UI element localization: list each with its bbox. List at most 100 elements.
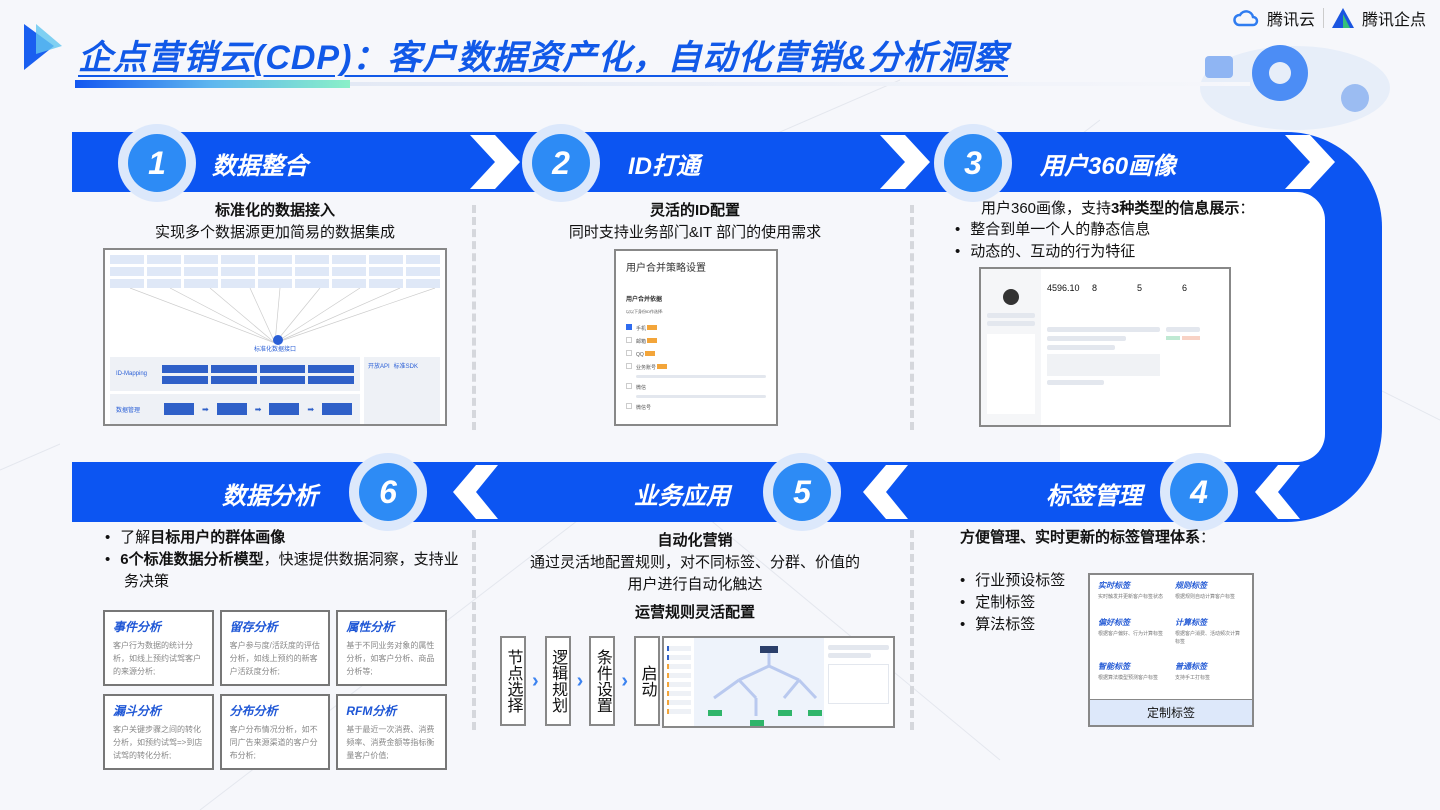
open-api-label: 开放API bbox=[368, 364, 390, 370]
section-5-text: 自动化营销 通过灵活地配置规则，对不同标签、分群、价值的 用户进行自动化触达 运… bbox=[500, 530, 890, 624]
section-3-bullets: 整合到单一个人的静态信息 动态的、互动的行为特征 bbox=[955, 219, 1295, 263]
avatar bbox=[1003, 289, 1019, 305]
step-4-title: 标签管理 bbox=[1046, 483, 1142, 510]
analysis-card: 分布分析客户分布情况分析，如不同广告来源渠道的客户分布分析; bbox=[219, 694, 331, 770]
merge-strategy-title: 用户合并策略设置 bbox=[626, 263, 706, 274]
merge-basis-label: 用户合并依据 bbox=[626, 297, 663, 303]
chevron-right-icon: › bbox=[576, 669, 584, 692]
divider bbox=[472, 530, 476, 730]
title-underline bbox=[75, 80, 350, 88]
section-2-heading: 灵活的ID配置 bbox=[649, 202, 740, 219]
bullet: 算法标签 bbox=[960, 614, 1065, 636]
tencent-qidian-label: 腾讯企点 bbox=[1361, 12, 1426, 29]
option-wechat[interactable]: 微信 bbox=[626, 382, 766, 395]
step-5-badge: 5 bbox=[763, 453, 841, 531]
section-5-sub: 通过灵活地配置规则，对不同标签、分群、价值的 bbox=[529, 554, 860, 571]
metric: 6 bbox=[1182, 283, 1188, 293]
analysis-card: 留存分析客户参与度/活跃度的评估分析，如线上预约的新客户活跃度分析; bbox=[219, 610, 331, 686]
workflow-tree bbox=[694, 638, 824, 726]
bullet: 6个标准数据分析模型，快速提供数据洞察，支持业务决策 bbox=[105, 549, 460, 593]
data-management-label: 数据管理 bbox=[116, 407, 141, 414]
section-2-sub: 同时支持业务部门&IT 部门的使用需求 bbox=[568, 224, 822, 241]
analysis-card: RFM分析基于最近一次消费、消费频率、消费金额等指标衡量客户价值; bbox=[336, 694, 447, 770]
option-phone[interactable]: 手机 bbox=[626, 323, 766, 336]
bullet: 动态的、互动的行为特征 bbox=[955, 241, 1295, 263]
profile-sidebar bbox=[981, 269, 1041, 425]
user-360-profile-screenshot: 4596.10 8 5 6 bbox=[979, 267, 1231, 427]
step-3-badge: 3 bbox=[934, 124, 1012, 202]
step-6-badge: 6 bbox=[349, 453, 427, 531]
data-flow-lines bbox=[129, 288, 436, 345]
bullet: 了解目标用户的群体画像 bbox=[105, 527, 460, 549]
section-3-text: 用户360画像，支持3种类型的信息展示： 整合到单一个人的静态信息 动态的、互动… bbox=[955, 198, 1295, 263]
section-1-text: 标准化的数据接入 实现多个数据源更加简易的数据集成 bbox=[100, 200, 450, 244]
tag-card: 智能标签根据算法模型预测客户标签 bbox=[1098, 662, 1159, 682]
flow-step: 条件设置 bbox=[589, 636, 616, 726]
step-5-title: 业务应用 bbox=[634, 483, 730, 510]
gear-illustration-icon bbox=[1200, 45, 1390, 130]
tag-card: 计算标签根据客户消费、活动频次计算标签 bbox=[1175, 617, 1241, 645]
analysis-card: 属性分析基于不同业务对象的属性分析，如客户分析、商品分析等; bbox=[336, 610, 447, 686]
chevron-right-icon: › bbox=[532, 669, 539, 692]
tencent-cloud-label: 腾讯云 bbox=[1266, 12, 1315, 29]
option-wechat-id[interactable]: 微信号 bbox=[626, 402, 766, 415]
section-5-heading: 自动化营销 bbox=[657, 532, 733, 549]
flow-step: 启动 bbox=[634, 636, 661, 726]
step-2-title: ID打通 bbox=[628, 153, 700, 180]
divider bbox=[910, 530, 914, 730]
chevron-right-icon: › bbox=[621, 669, 629, 692]
page-title: 企点营销云(CDP)：客户数据资产化，自动化营销&分析洞察 bbox=[78, 39, 1008, 77]
bullet: 定制标签 bbox=[960, 592, 1065, 614]
standard-sdk-label: 标准SDK bbox=[393, 364, 419, 370]
tag-card: 规则标签根据规则自动计算客户标签 bbox=[1175, 581, 1236, 600]
tag-card: 普通标签支持手工打标签 bbox=[1175, 662, 1211, 682]
divider bbox=[910, 205, 914, 430]
data-source-grid: for(let i=0;i<27;i++)document.write('<di… bbox=[110, 255, 440, 288]
tag-card: 实时标签实时触发并更新客户标签状态 bbox=[1098, 581, 1164, 600]
section-4-text: 方便管理、实时更新的标签管理体系： bbox=[960, 529, 1216, 546]
custom-tags-panel: 实时标签实时触发并更新客户标签状态 规则标签根据规则自动计算客户标签 偏好标签根… bbox=[1088, 573, 1254, 727]
section-4-heading: 方便管理、实时更新的标签管理体系 bbox=[960, 529, 1201, 546]
section-2-text: 灵活的ID配置 同时支持业务部门&IT 部门的使用需求 bbox=[500, 200, 890, 244]
logo-separator bbox=[1322, 8, 1324, 28]
option-email[interactable]: 邮箱 bbox=[626, 336, 766, 349]
bullet: 行业预设标签 bbox=[960, 570, 1065, 592]
section-4-bullets: 行业预设标签 定制标签 算法标签 bbox=[960, 570, 1065, 636]
data-integration-diagram: for(let i=0;i<27;i++)document.write('<di… bbox=[103, 248, 447, 426]
custom-tags-footer: 定制标签 bbox=[1090, 699, 1252, 725]
option-qq[interactable]: QQ bbox=[626, 349, 766, 362]
bullet: 整合到单一个人的静态信息 bbox=[955, 219, 1295, 241]
id-mapping-label: ID-Mapping bbox=[116, 371, 148, 377]
section-6-bullets: 了解目标用户的群体画像 6个标准数据分析模型，快速提供数据洞察，支持业务决策 bbox=[105, 527, 460, 593]
metric: 4596.10 bbox=[1047, 283, 1080, 293]
workflow-canvas-screenshot: for(let i=0;i<8;i++)document.write('<div… bbox=[662, 636, 895, 728]
standard-data-interface-label: 标准化数据接口 bbox=[253, 347, 296, 353]
step-4-badge: 4 bbox=[1160, 453, 1238, 531]
merge-hint: 以以下身份ID作选择: bbox=[626, 309, 664, 314]
flow-step: 逻辑规划 bbox=[544, 636, 571, 726]
step-3-title: 用户360画像 bbox=[1040, 153, 1177, 180]
metrics-row: 4596.10 8 5 6 bbox=[1047, 283, 1223, 293]
section-1-sub: 实现多个数据源更加简易的数据集成 bbox=[154, 224, 395, 241]
step-2-badge: 2 bbox=[522, 124, 600, 202]
section-1-heading: 标准化的数据接入 bbox=[214, 202, 335, 219]
step-1-title: 数据整合 bbox=[212, 153, 308, 180]
automation-flow-steps: 节点选择› 逻辑规划› 条件设置› 启动 bbox=[500, 636, 661, 726]
analysis-card: 事件分析客户行为数据的统计分析，如线上预约试驾客户的来源分析; bbox=[103, 610, 214, 686]
tencent-qidian-logo-icon bbox=[1331, 8, 1354, 28]
merge-strategy-screenshot: 用户合并策略设置 用户合并依据 以以下身份ID作选择: 手机 邮箱 QQ 业务账… bbox=[614, 249, 778, 426]
analysis-card: 漏斗分析客户关键步骤之间的转化分析，如预约试驾=>到店试驾的转化分析; bbox=[103, 694, 214, 770]
section-5-heading-2: 运营规则灵活配置 bbox=[634, 604, 755, 621]
divider bbox=[472, 205, 476, 430]
option-business-account[interactable]: 业务账号 bbox=[626, 362, 766, 375]
section-5-sub: 用户进行自动化触达 bbox=[627, 576, 763, 593]
metric: 5 bbox=[1137, 283, 1143, 293]
analysis-model-cards: 事件分析客户行为数据的统计分析，如线上预约试驾客户的来源分析; 留存分析客户参与… bbox=[103, 610, 447, 770]
brand-logos: 腾讯云 腾讯企点 bbox=[1233, 6, 1426, 30]
metric: 8 bbox=[1092, 283, 1098, 293]
flow-step: 节点选择 bbox=[500, 636, 526, 726]
tencent-cloud-logo-icon bbox=[1233, 10, 1259, 27]
slide-logo-icon bbox=[24, 24, 62, 70]
tag-card: 偏好标签根据客户偏好、行为计算标签 bbox=[1098, 617, 1164, 637]
step-6-title: 数据分析 bbox=[222, 483, 318, 510]
